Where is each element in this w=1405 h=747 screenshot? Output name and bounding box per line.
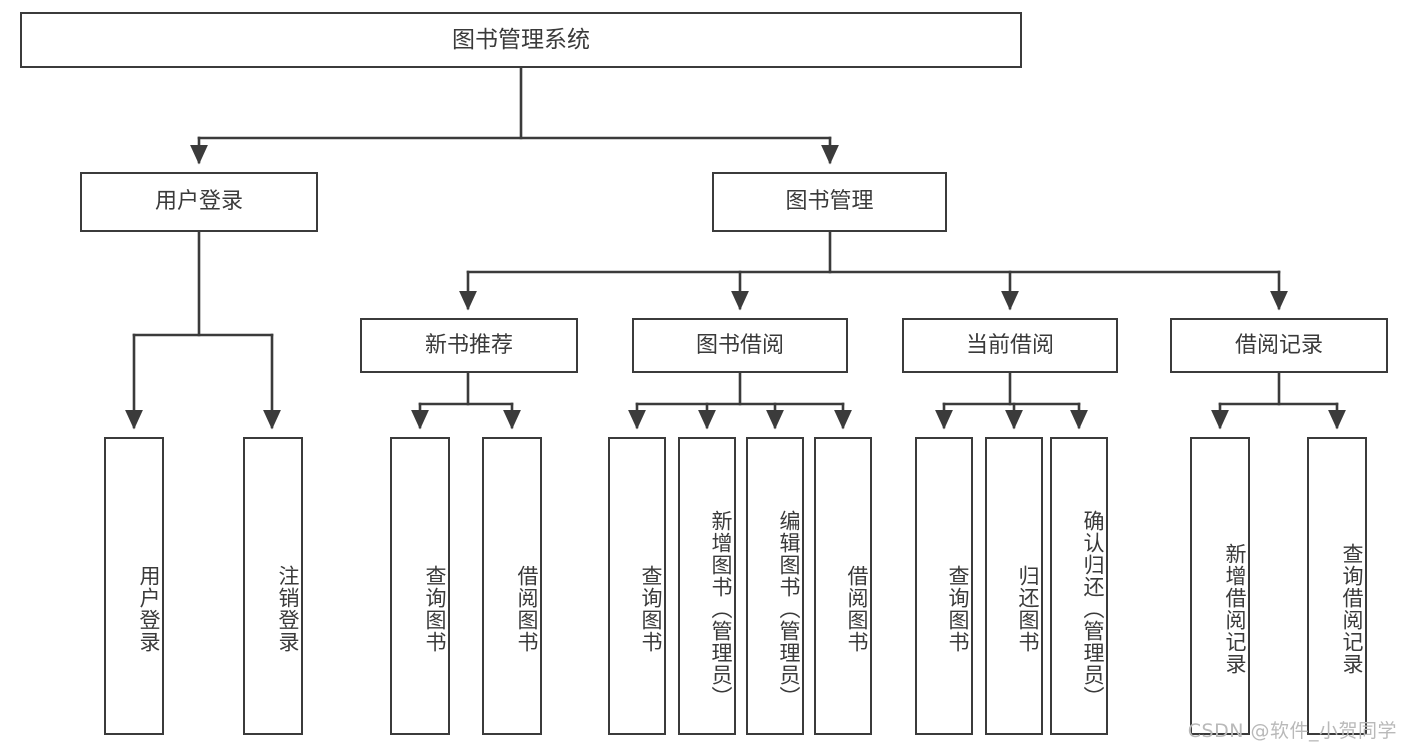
node-book-manage[interactable]: 图书管理 [712,172,947,232]
leaf-return-book-label: 归还图书 [1016,565,1040,653]
node-user-login-label: 用户登录 [154,189,243,215]
node-root[interactable]: 图书管理系统 [20,12,1022,68]
node-current-borrow[interactable]: 当前借阅 [902,318,1118,373]
leaf-borrow-book-1-label: 借阅图书 [515,565,539,653]
leaf-logout[interactable]: 注销登录 [243,437,303,735]
leaf-add-book-label: 新增图书（管理员） [709,510,733,708]
leaf-edit-book-label: 编辑图书（管理员） [777,510,801,708]
node-new-book-rec-label: 新书推荐 [424,332,513,358]
watermark: CSDN @软件_小贺同学 [1187,720,1397,742]
node-new-book-rec[interactable]: 新书推荐 [360,318,578,373]
leaf-query-record[interactable]: 查询借阅记录 [1307,437,1367,735]
leaf-add-book[interactable]: 新增图书（管理员） [678,437,736,735]
leaf-confirm-return[interactable]: 确认归还（管理员） [1050,437,1108,735]
node-user-login[interactable]: 用户登录 [80,172,318,232]
leaf-add-record[interactable]: 新增借阅记录 [1190,437,1250,735]
node-book-borrow[interactable]: 图书借阅 [632,318,848,373]
node-current-borrow-label: 当前借阅 [965,332,1054,358]
node-borrow-record-label: 借阅记录 [1234,332,1323,358]
leaf-query-book-2[interactable]: 查询图书 [608,437,666,735]
leaf-borrow-book-2[interactable]: 借阅图书 [814,437,872,735]
leaf-query-record-label: 查询借阅记录 [1340,543,1364,675]
leaf-logout-label: 注销登录 [276,565,300,653]
leaf-user-login-label: 用户登录 [137,565,161,653]
leaf-query-book-2-label: 查询图书 [639,565,663,653]
leaf-query-book-3-label: 查询图书 [946,565,970,653]
leaf-query-book-1-label: 查询图书 [423,565,447,653]
node-root-label: 图书管理系统 [452,26,590,53]
leaf-query-book-1[interactable]: 查询图书 [390,437,450,735]
leaf-edit-book[interactable]: 编辑图书（管理员） [746,437,804,735]
leaf-return-book[interactable]: 归还图书 [985,437,1043,735]
leaf-user-login[interactable]: 用户登录 [104,437,164,735]
node-book-manage-label: 图书管理 [785,189,874,215]
leaf-borrow-book-2-label: 借阅图书 [845,565,869,653]
leaf-add-record-label: 新增借阅记录 [1223,543,1247,675]
leaf-confirm-return-label: 确认归还（管理员） [1081,510,1105,708]
leaf-query-book-3[interactable]: 查询图书 [915,437,973,735]
leaf-borrow-book-1[interactable]: 借阅图书 [482,437,542,735]
node-borrow-record[interactable]: 借阅记录 [1170,318,1388,373]
node-book-borrow-label: 图书借阅 [695,332,784,358]
